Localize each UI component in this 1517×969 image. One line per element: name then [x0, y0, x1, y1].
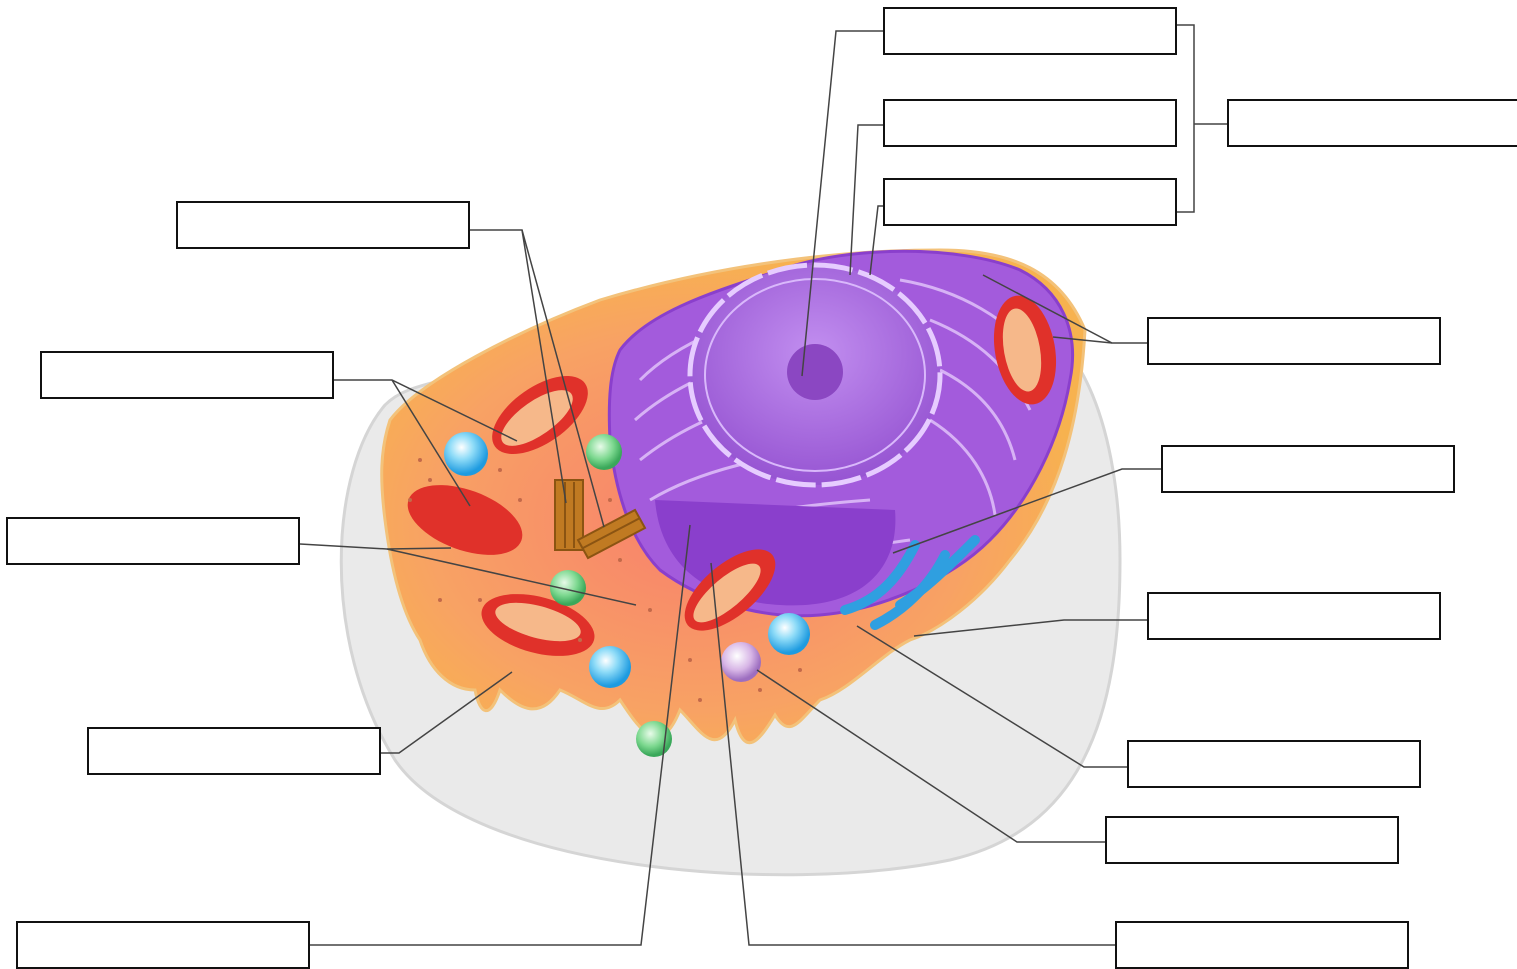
label-box-6[interactable]	[40, 351, 334, 399]
label-box-9[interactable]	[16, 921, 310, 969]
label-box-13[interactable]	[1127, 740, 1421, 788]
label-box-2[interactable]	[883, 99, 1177, 147]
label-box-3[interactable]	[883, 178, 1177, 226]
label-box-5[interactable]	[176, 201, 470, 249]
label-box-15[interactable]	[1115, 921, 1409, 969]
label-box-1[interactable]	[883, 7, 1177, 55]
label-box-11[interactable]	[1161, 445, 1455, 493]
label-box-7[interactable]	[6, 517, 300, 565]
label-box-14[interactable]	[1105, 816, 1399, 864]
peroxisome	[721, 642, 761, 682]
label-box-10[interactable]	[1147, 317, 1441, 365]
label-box-12[interactable]	[1147, 592, 1441, 640]
leader-line	[1176, 25, 1194, 212]
label-box-4[interactable]	[1227, 99, 1517, 147]
nucleolus	[787, 344, 843, 400]
label-box-8[interactable]	[87, 727, 381, 775]
